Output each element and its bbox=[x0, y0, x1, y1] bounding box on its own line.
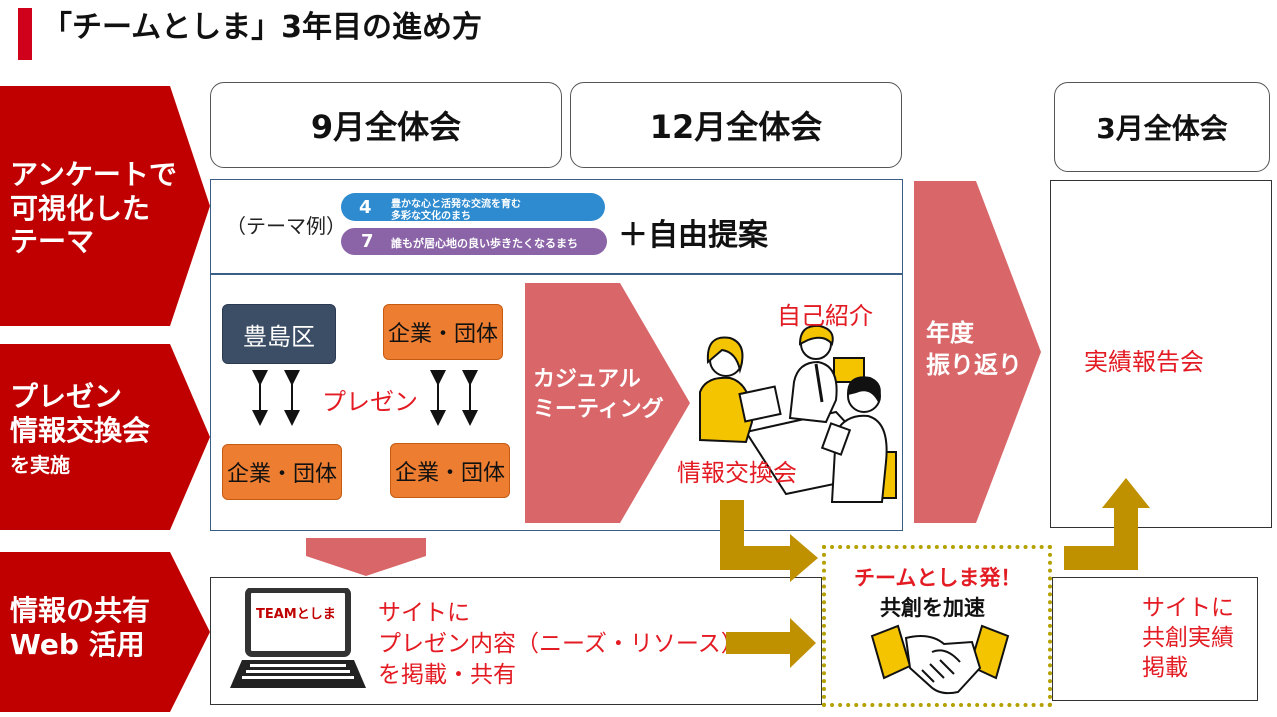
theme-badge-4: 4 豊かな心と活発な交流を育む 多彩な文化のまち bbox=[341, 193, 605, 222]
header-december: 12月全体会 bbox=[570, 82, 902, 168]
label-survey-theme: アンケートで 可視化した テーマ bbox=[0, 86, 210, 326]
web-box-line-2: プレゼン内容（ニーズ・リソース） bbox=[378, 631, 744, 658]
results-report-label: 実績報告会 bbox=[1084, 348, 1204, 376]
page-title: 「チームとしま」3年目の進め方 bbox=[42, 10, 482, 45]
result-post-box bbox=[1052, 577, 1258, 701]
free-proposal: ＋自由提案 bbox=[618, 218, 768, 253]
survey-line-2: 可視化した bbox=[10, 191, 151, 225]
review-line-1: 年度 bbox=[926, 319, 974, 347]
result-post-line-2: 共創実績 bbox=[1142, 624, 1234, 651]
web-box-line-3: を掲載・共有 bbox=[378, 662, 516, 689]
theme-badge-4-line-2: 多彩な文化のまち bbox=[391, 211, 471, 222]
survey-line-1: アンケートで bbox=[10, 158, 177, 191]
casual-line-1: カジュアル bbox=[533, 367, 641, 392]
results-report-box bbox=[1050, 180, 1272, 528]
web-line-2: Web 活用 bbox=[10, 627, 145, 661]
web-line-1: 情報の共有 bbox=[10, 594, 151, 627]
cocreation-sub: 共創を加速 bbox=[880, 596, 985, 620]
web-box-text: サイトに プレゼン内容（ニーズ・リソース） を掲載・共有 bbox=[378, 598, 744, 691]
casual-line-2: ミーティング bbox=[533, 396, 664, 422]
company-box-bottom-right: 企業・団体 bbox=[390, 443, 510, 498]
two-way-arrows bbox=[252, 370, 478, 426]
presen-line-2: 情報交換会 bbox=[10, 413, 151, 447]
number-7-icon: 7 bbox=[361, 231, 374, 252]
theme-badge-7: 7 誰もが居心地の良い歩きたくなるまち bbox=[341, 228, 607, 255]
presen-line-1: プレゼン bbox=[10, 380, 123, 413]
survey-line-3: テーマ bbox=[10, 225, 95, 259]
self-introduction-label: 自己紹介 bbox=[777, 302, 873, 330]
result-post-text: サイトに 共創実績 掲載 bbox=[1142, 594, 1234, 684]
laptop-icon bbox=[230, 588, 366, 688]
theme-badge-7-text: 誰もが居心地の良い歩きたくなるまち bbox=[391, 237, 578, 250]
info-exchange-label: 情報交換会 bbox=[677, 459, 797, 487]
down-arrow bbox=[306, 538, 426, 576]
label-presentation-exchange: プレゼン 情報交換会 を実施 bbox=[0, 344, 210, 530]
annual-review-arrow: 年度 振り返り bbox=[914, 181, 1041, 523]
company-box-top-right: 企業・団体 bbox=[383, 304, 503, 360]
header-september: 9月全体会 bbox=[210, 82, 562, 168]
theme-badge-4-line-1: 豊かな心と活発な交流を育む bbox=[391, 199, 521, 210]
toshima-ward-box: 豊島区 bbox=[222, 304, 336, 364]
presentation-label: プレゼン bbox=[322, 388, 418, 416]
cocreation-headline: チームとしま発！ bbox=[854, 566, 1022, 590]
meeting-people-illustration bbox=[699, 324, 897, 503]
title-accent-bar bbox=[18, 8, 32, 60]
theme-prefix: （テーマ例） bbox=[226, 214, 346, 238]
number-4-icon: 4 bbox=[359, 197, 372, 218]
company-box-bottom-left: 企業・団体 bbox=[222, 444, 342, 500]
result-post-line-1: サイトに bbox=[1142, 595, 1234, 621]
header-march: 3月全体会 bbox=[1054, 82, 1270, 172]
result-post-line-3: 掲載 bbox=[1142, 654, 1188, 681]
theme-divider bbox=[211, 273, 902, 275]
label-web-sharing: 情報の共有 Web 活用 bbox=[0, 552, 210, 712]
presen-line-3: を実施 bbox=[10, 453, 70, 478]
review-line-2: 振り返り bbox=[926, 351, 1022, 380]
web-box-line-1: サイトに bbox=[378, 600, 470, 626]
team-toshima-logo: TEAMとしま bbox=[256, 607, 336, 622]
handshake-icon bbox=[870, 624, 1010, 695]
